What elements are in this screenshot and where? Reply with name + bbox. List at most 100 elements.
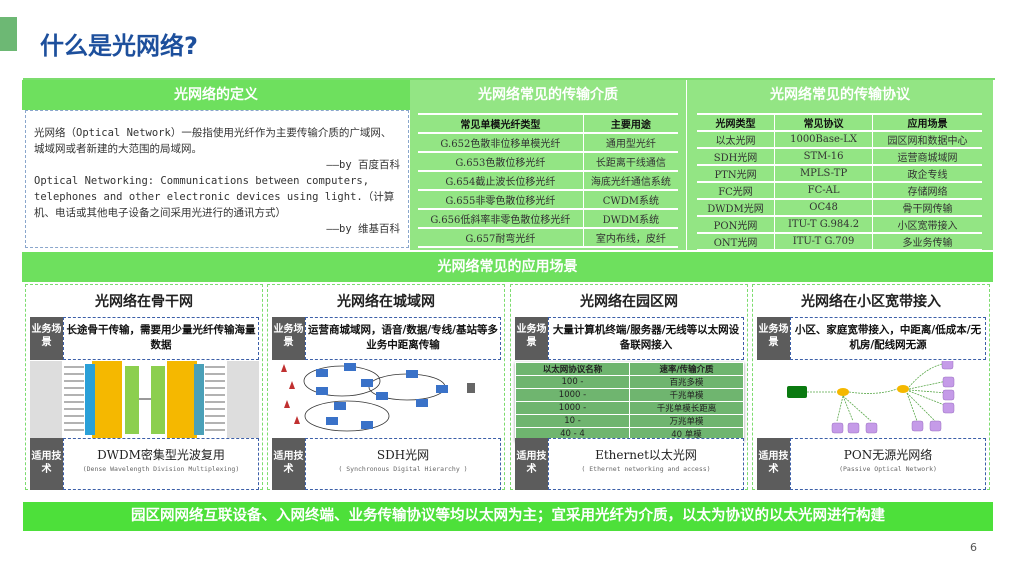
page-number: 6 [970,541,977,554]
table-cell: G.657耐弯光纤 [418,228,584,248]
table-cell: SDH光网 [697,148,775,166]
media-panel: 光网络常见的传输介质 常见单模光纤类型主要用途 G.652色散非位移单模光纤通用… [410,80,686,250]
definition-box: 光网络（Optical Network）一般指使用光纤作为主要传输介质的广域网、… [25,110,409,248]
scene-label: 业务场景 [757,317,790,360]
table-cell: PON光网 [697,216,775,234]
tech-box: Ethernet以太光网 ( Ethernet networking and ac… [548,438,744,490]
table-cell: G.655非零色散位移光纤 [418,190,584,210]
tech-label: 适用技术 [515,438,548,490]
definition-zh-source: ——by 百度百科 [326,159,400,171]
media-header: 光网络常见的传输介质 [478,87,618,103]
table-cell: ITU-T G.984.2 [774,216,873,234]
protocols-header: 光网络常见的传输协议 [770,87,910,103]
scenario-title: 光网络在城域网 [337,294,435,310]
tech-english: ( Ethernet networking and access) [581,465,711,473]
tech-name: PON无源光网络 [843,448,933,462]
scene-label: 业务场景 [272,317,305,360]
table-row: 1000 -千兆单模 [515,388,744,402]
scenario-card: 光网络在小区宽带接入 业务场景 小区、家庭宽带接入，中距离/低成本/无机房/配线… [752,284,990,490]
column-header: 主要用途 [582,114,678,134]
table-cell: OC48 [774,199,873,217]
table-cell: 千兆单模长距离 [629,401,744,415]
column-header: 常见单模光纤类型 [418,114,584,134]
scenario-title: 光网络在骨干网 [95,294,193,310]
tech-box: SDH光网 ( Synchronous Digital Hierarchy ) [305,438,501,490]
table-cell: 1000 - [515,401,630,415]
table-cell: G.652色散非位移单模光纤 [418,133,584,153]
scene-box: 小区、家庭宽带接入，中距离/低成本/无机房/配线网无源 [790,317,986,360]
tech-english: (Dense Wavelength Division Multiplexing) [82,465,240,473]
scene-text: 运营商城域网，语音/数据/专线/基站等多业务中距离传输 [307,324,498,351]
scene-box: 运营商城域网，语音/数据/专线/基站等多业务中距离传输 [305,317,501,360]
scene-text: 小区、家庭宽带接入，中距离/低成本/无机房/配线网无源 [794,324,982,351]
column-header: 以太网协议名称 [515,362,630,376]
table-row: G.657耐弯光纤室内布线，皮纤 [418,228,678,248]
table-cell: ONT光网 [697,233,775,251]
table-cell: 海底光纤通信系统 [582,171,678,191]
table-cell: 政企专线 [872,165,982,183]
pon-tree-diagram [787,361,955,434]
scenario-card: 光网络在园区网 业务场景 大量计算机终端/服务器/无线等以太网设备联网接入 以太… [510,284,748,490]
table-cell: 千兆单模 [629,388,744,402]
scenario-title: 光网络在小区宽带接入 [801,294,941,310]
column-header: 速率/传输介质 [629,362,744,376]
table-cell: 园区网和数据中心 [872,131,982,149]
tech-english: ( Synchronous Digital Hierarchy ) [338,465,468,473]
table-cell: 骨干网传输 [872,199,982,217]
table-cell: G.654截止波长位移光纤 [418,171,584,191]
scene-label: 业务场景 [30,317,63,360]
scene-box: 长途骨干传输，需要用少量光纤传输海量数据 [63,317,259,360]
scenario-card: 光网络在城域网 业务场景 运营商城域网，语音/数据/专线/基站等多业务中距离传输… [267,284,505,490]
tech-name: DWDM密集型光波复用 [97,448,225,462]
table-cell: 10 - [515,414,630,428]
scenarios-header: 光网络常见的应用场景 [22,252,993,282]
table-cell: FC光网 [697,182,775,200]
summary-banner: 园区网网络互联设备、入网终端、业务传输协议等均以太网为主；宜采用光纤为介质，以太… [23,502,993,531]
table-cell: FC-AL [774,182,873,200]
table-cell: PTN光网 [697,165,775,183]
tech-box: DWDM密集型光波复用 (Dense Wavelength Division Mu… [63,438,259,490]
table-cell: 运营商城域网 [872,148,982,166]
definition-zh-text: 光网络（Optical Network）一般指使用光纤作为主要传输介质的广域网、… [34,127,392,155]
table-cell: 存储网络 [872,182,982,200]
table-cell: 室内布线，皮纤 [582,228,678,248]
table-cell: 小区宽带接入 [872,216,982,234]
page-title: 什么是光网络? [40,32,198,60]
table-cell: 以太光网 [697,131,775,149]
tech-name: SDH光网 [376,448,430,462]
table-cell: G.653色散位移光纤 [418,152,584,172]
scene-text: 大量计算机终端/服务器/无线等以太网设备联网接入 [552,324,740,351]
column-header: 光网类型 [697,114,775,132]
tech-box: PON无源光网络 (Passive Optical Network) [790,438,986,490]
tech-name: Ethernet以太光网 [595,448,697,462]
tech-english: (Passive Optical Network) [839,465,937,473]
table-cell: CWDM系统 [582,190,678,210]
scenario-title: 光网络在园区网 [580,294,678,310]
table-row: G.653色散位移光纤长距离干线通信 [418,152,678,172]
table-cell: 长距离干线通信 [582,152,678,172]
table-cell: 100 - [515,375,630,389]
table-row: G.652色散非位移单模光纤通用型光纤 [418,133,678,153]
table-cell: DWDM系统 [582,209,678,229]
table-cell: ITU-T G.709 [774,233,873,251]
tech-label: 适用技术 [757,438,790,490]
scene-box: 大量计算机终端/服务器/无线等以太网设备联网接入 [548,317,744,360]
definition-en-source: ——by 维基百科 [326,223,400,235]
table-cell: 多业务传输 [872,233,982,251]
table-cell: 百兆多模 [629,375,744,389]
table-cell: 1000Base-LX [774,131,873,149]
table-row: 100 -百兆多模 [515,375,744,389]
